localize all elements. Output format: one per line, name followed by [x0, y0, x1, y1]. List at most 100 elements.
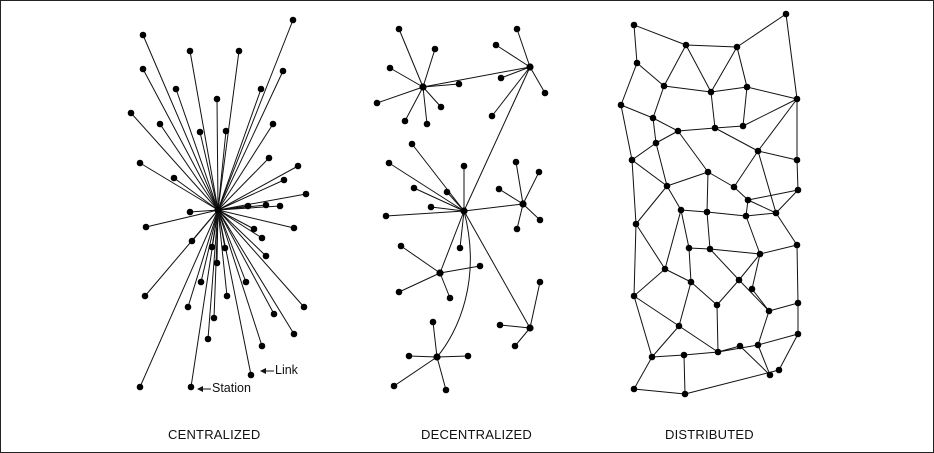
station	[707, 88, 715, 96]
link	[716, 279, 740, 306]
station	[136, 159, 144, 167]
link	[217, 165, 299, 211]
station	[250, 225, 258, 233]
station	[743, 83, 751, 91]
link	[747, 199, 777, 214]
station	[793, 95, 801, 103]
link	[709, 248, 740, 281]
station	[427, 203, 435, 211]
station	[652, 139, 660, 147]
station	[497, 74, 505, 82]
station	[630, 292, 638, 300]
link	[216, 98, 219, 211]
station	[512, 158, 520, 166]
link	[666, 171, 709, 187]
link	[633, 388, 686, 395]
link	[633, 268, 666, 297]
station	[204, 335, 212, 343]
station	[302, 190, 310, 198]
link	[633, 295, 653, 358]
station	[535, 168, 543, 176]
station	[395, 25, 403, 33]
link	[747, 189, 799, 201]
station	[244, 202, 252, 210]
station	[139, 31, 147, 39]
link	[411, 143, 465, 212]
station	[405, 352, 413, 360]
station	[223, 292, 231, 300]
link	[522, 171, 540, 205]
link	[685, 44, 712, 93]
station	[186, 47, 194, 55]
station	[127, 109, 135, 117]
link	[499, 324, 531, 329]
link	[785, 13, 798, 100]
link	[652, 117, 679, 132]
link	[678, 281, 692, 327]
caption-distributed: DISTRIBUTED	[665, 427, 754, 442]
link	[636, 62, 665, 87]
station	[265, 154, 273, 162]
link	[189, 50, 219, 211]
station	[247, 371, 255, 379]
link	[413, 187, 465, 212]
link	[217, 157, 270, 211]
caption-decentralized: DECENTRALIZED	[421, 427, 532, 442]
station	[675, 322, 683, 330]
link	[742, 98, 798, 127]
station	[766, 371, 774, 379]
link	[393, 356, 438, 387]
link	[620, 62, 638, 106]
link	[710, 86, 748, 93]
station	[188, 237, 196, 245]
link	[652, 117, 657, 144]
station	[513, 225, 521, 233]
hub-link	[463, 210, 531, 329]
station	[290, 330, 298, 338]
hub-link	[436, 210, 471, 358]
link	[736, 46, 748, 88]
link	[145, 209, 219, 228]
station	[733, 43, 741, 51]
station	[711, 124, 719, 132]
station	[395, 288, 403, 296]
link	[388, 162, 465, 212]
link	[514, 327, 531, 347]
link	[175, 88, 219, 211]
link	[631, 142, 657, 161]
link	[142, 68, 219, 211]
link	[664, 209, 682, 270]
station	[754, 341, 762, 349]
station	[476, 262, 484, 270]
station	[300, 303, 308, 311]
station	[756, 250, 764, 258]
station	[429, 318, 437, 326]
station	[222, 127, 230, 135]
station	[775, 366, 783, 374]
station	[186, 208, 194, 216]
station	[139, 65, 147, 73]
station	[488, 112, 496, 120]
link	[439, 265, 481, 274]
link	[651, 325, 680, 358]
link	[716, 304, 719, 353]
link	[436, 356, 447, 391]
station	[617, 101, 625, 109]
station	[213, 95, 221, 103]
link	[664, 268, 692, 283]
link	[775, 212, 798, 246]
hub-station	[433, 353, 441, 361]
link	[651, 354, 685, 358]
link	[217, 209, 255, 230]
hub-link	[439, 210, 465, 274]
link	[217, 209, 305, 308]
station	[442, 386, 450, 394]
station	[460, 162, 468, 170]
link	[217, 209, 295, 229]
link	[733, 150, 759, 188]
link	[385, 210, 465, 217]
station	[270, 310, 278, 318]
station	[663, 182, 671, 190]
station	[704, 168, 712, 176]
